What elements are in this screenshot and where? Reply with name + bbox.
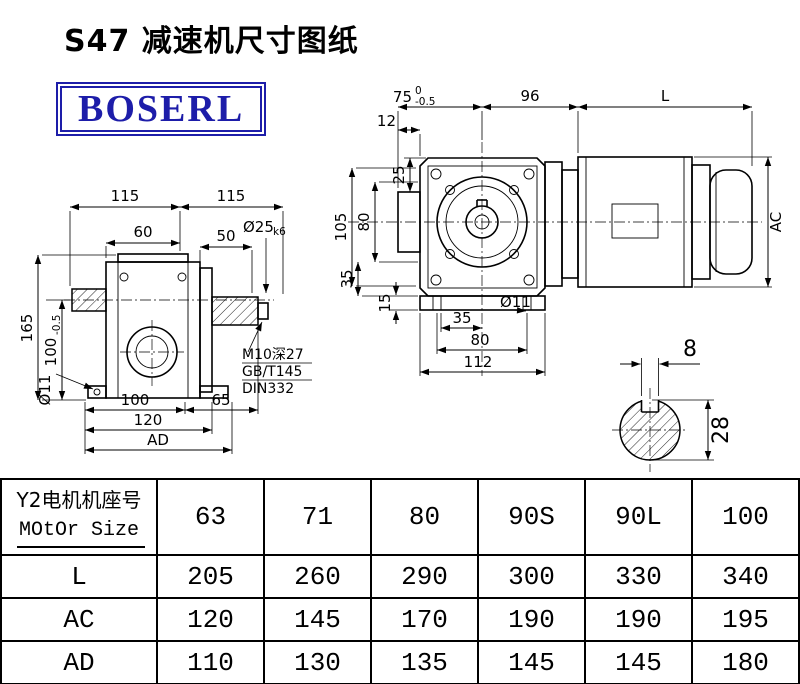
dim-75: 75 [393,88,412,106]
dimension-table: Y2电机机座号 MOtOr Size 63 71 80 90S 90L 100 … [0,478,800,684]
table-cell: 130 [263,640,372,684]
dim-35-vertical: 35 [338,269,356,288]
table-cell: 340 [691,554,800,599]
table-cell: 110 [156,640,265,684]
dim-50: 50 [216,227,235,245]
page-title: S47 减速机尺寸图纸 [64,24,359,59]
dim-60: 60 [133,223,152,241]
dim-12: 12 [377,112,396,130]
foot-left [87,385,107,399]
row-label-l: L [0,554,158,599]
corner-bolt-hole [523,168,535,180]
motor-size-100: 100 [691,478,800,556]
table-header-row: Y2电机机座号 MOtOr Size 63 71 80 90S 90L 100 [0,478,800,556]
table-row-ad: AD 110 130 135 145 145 180 [0,640,800,684]
dim-shaft-diameter-section: 28 [709,416,734,444]
note-standard-gb: GB/T145 [242,364,302,380]
motor-size-header-cell: Y2电机机座号 MOtOr Size [0,478,158,556]
dim-75-lower-tol: -0.5 [415,96,436,108]
table-cell: 190 [584,597,693,642]
foot-right [199,385,229,399]
dim-165: 165 [18,314,36,343]
dim-96: 96 [520,87,539,105]
dim-ad: AD [147,431,169,449]
dim-115-right: 115 [217,187,246,205]
table-cell: 170 [370,597,479,642]
corner-bolt-hole [523,274,535,286]
dimension-drawing: 115 115 60 50 Ø25 k6 165 100 -0. [18,85,785,472]
motor-size-header-en: MOtOr Size [16,518,146,548]
dim-motor-length: L [661,87,670,105]
table-cell: 205 [156,554,265,599]
motor-size-80: 80 [370,478,479,556]
dim-112: 112 [464,353,493,371]
table-cell: 300 [477,554,586,599]
dim-shaft-fit: k6 [273,226,286,238]
dim-foot-hole-front: Ø11 [500,293,531,311]
left-view: 115 115 60 50 Ø25 k6 165 100 -0. [18,187,312,454]
table-cell: 180 [691,640,800,684]
motor-size-71: 71 [263,478,372,556]
dim-35-bottom: 35 [452,309,471,327]
table-cell: 145 [477,640,586,684]
table-cell: 145 [263,597,372,642]
dim-foot-hole-left: Ø11 [36,375,54,406]
corner-bolt-hole [430,168,442,180]
note-standard-din: DIN332 [242,381,294,397]
dim-105: 105 [332,213,350,242]
dim-120: 120 [134,411,163,429]
dim-ac: AC [767,212,785,232]
top-bolt-hole [177,272,187,282]
shaft-end-view: 8 28 [612,337,734,472]
foot-hole [93,388,101,396]
shaft-step [257,302,269,320]
housing-top-plate [117,253,189,263]
table-cell: 135 [370,640,479,684]
note-tapped-hole: M10深27 [242,347,304,363]
dim-100-bottom: 100 [121,391,150,409]
table-cell: 120 [156,597,265,642]
front-view: 75 0 -0.5 96 L 12 25 105 80 35 [332,85,785,376]
dim-15: 15 [376,293,394,312]
motor-size-90s: 90S [477,478,586,556]
boss-screw-hole [509,185,519,195]
table-cell: 145 [584,640,693,684]
dim-80-bottom: 80 [470,331,489,349]
dim-shaft-diameter: Ø25 [243,218,274,236]
corner-bolt-hole [430,274,442,286]
output-shaft-section [211,296,259,326]
dim-100-tolerance-group: 100 -0.5 [42,315,63,367]
dim-25: 25 [390,165,408,184]
dim-65: 65 [211,391,230,409]
row-label-ac: AC [0,597,158,642]
table-cell: 330 [584,554,693,599]
motor-flange [544,161,563,287]
table-cell: 260 [263,554,372,599]
table-cell: 290 [370,554,479,599]
output-flange-edge [199,267,213,393]
dim-100-vertical: 100 [42,338,60,367]
dim-100-tolerance: -0.5 [51,315,63,336]
table-cell: 195 [691,597,800,642]
boss-screw-hole [509,249,519,259]
motor-size-90l: 90L [584,478,693,556]
dim-75-upper-tol: 0 [415,85,422,97]
dim-80-vertical: 80 [355,212,373,231]
mounting-foot [419,295,546,311]
boss-screw-hole [445,249,455,259]
table-row-ac: AC 120 145 170 190 190 195 [0,597,800,642]
brand-logo: BOSERL [56,82,267,136]
motor-size-63: 63 [156,478,265,556]
top-bolt-hole [119,272,129,282]
motor-size-header-cn: Y2电机机座号 [16,487,142,512]
motor-neck [561,169,579,279]
dim-115-left: 115 [111,187,140,205]
boss-screw-hole [445,185,455,195]
motor-nameplate [611,203,659,239]
table-cell: 190 [477,597,586,642]
dim-key-width: 8 [683,337,697,362]
row-label-ad: AD [0,640,158,684]
table-row-l: L 205 260 290 300 330 340 [0,554,800,599]
